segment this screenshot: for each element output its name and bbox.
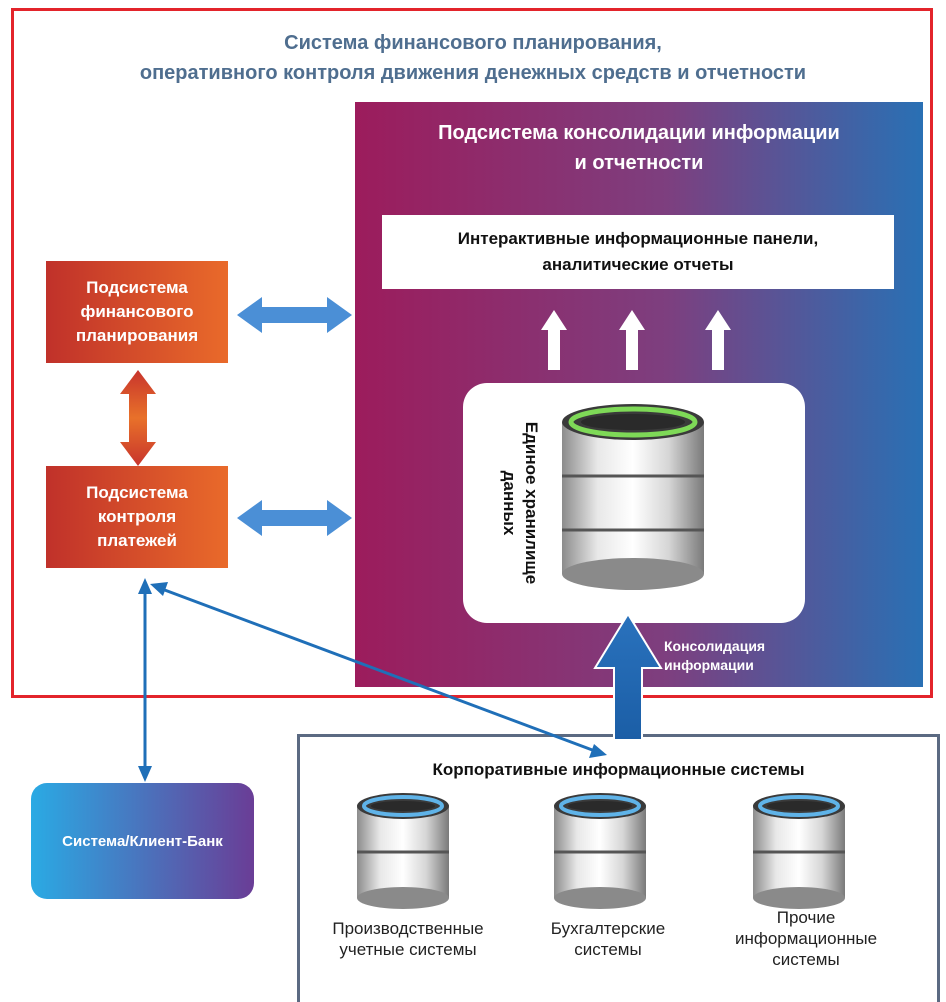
- up-arrow-center: [619, 310, 645, 370]
- planning-panel-arrow: [237, 297, 352, 333]
- client-bank-system: Система/Клиент-Банк: [31, 783, 254, 899]
- db-caption-production: Производственные учетные системы: [308, 918, 508, 960]
- planning-payments-arrow: [120, 370, 156, 466]
- dashboards-box: Интерактивные информационные панели, ана…: [382, 215, 894, 289]
- corporate-systems-title: Корпоративные информационные системы: [432, 760, 805, 779]
- payment-control-subsystem: Подсистема контроля платежей: [46, 466, 228, 568]
- up-arrow-left: [541, 310, 567, 370]
- central-database-icon: [562, 404, 704, 590]
- consolidation-title-line2: и отчетности: [574, 152, 704, 174]
- client-bank-label: Система/Клиент-Банк: [62, 832, 223, 850]
- financial-planning-subsystem: Подсистема финансового планирования: [46, 261, 228, 363]
- payments-client-bank-arrow: [138, 578, 152, 782]
- consolidation-line2: информации: [664, 657, 754, 673]
- planning-line1: Подсистема: [86, 278, 188, 297]
- up-arrow-right: [705, 310, 731, 370]
- consolidation-subsystem-title: Подсистема консолидации информации и отч…: [355, 118, 923, 178]
- consolidation-arrow: [593, 612, 663, 741]
- db-caption-accounting: Бухгалтерские системы: [508, 918, 708, 960]
- payments-panel-arrow: [237, 500, 352, 536]
- outer-system-frame: [11, 8, 933, 698]
- db-caption-other: Прочие информационные системы: [706, 907, 906, 970]
- db-caption-line2: информационные: [734, 929, 878, 948]
- database-icon-other: [753, 793, 845, 909]
- consolidation-line1: Консолидация: [664, 638, 766, 654]
- db-caption-line2: системы: [574, 940, 642, 959]
- dashboards-line1: Интерактивные информационные панели,: [457, 229, 819, 248]
- db-caption-line2: учетные системы: [339, 940, 477, 959]
- dashboards-line2: аналитические отчеты: [542, 255, 734, 274]
- system-title: Система финансового планирования, операт…: [0, 28, 946, 88]
- payments-line1: Подсистема: [86, 483, 188, 502]
- payments-line2: контроля: [97, 507, 177, 526]
- database-icon-accounting: [554, 793, 646, 909]
- planning-line3: планирования: [75, 326, 199, 345]
- database-icon-production: [357, 793, 449, 909]
- consolidation-title-line1: Подсистема консолидации информации: [438, 122, 840, 144]
- db-caption-line3: системы: [772, 950, 840, 969]
- db-caption-line1: Производственные: [332, 919, 484, 938]
- payments-corporate-arrow: [150, 582, 607, 758]
- db-caption-line1: Бухгалтерские: [550, 919, 666, 938]
- system-title-line2: оперативного контроля движения денежных …: [139, 62, 807, 84]
- consolidation-label: Консолидация информации: [664, 637, 765, 675]
- system-title-line1: Система финансового планирования,: [284, 32, 662, 54]
- payments-line3: платежей: [97, 531, 177, 550]
- planning-line2: финансового: [80, 302, 194, 321]
- db-caption-line1: Прочие: [776, 908, 836, 927]
